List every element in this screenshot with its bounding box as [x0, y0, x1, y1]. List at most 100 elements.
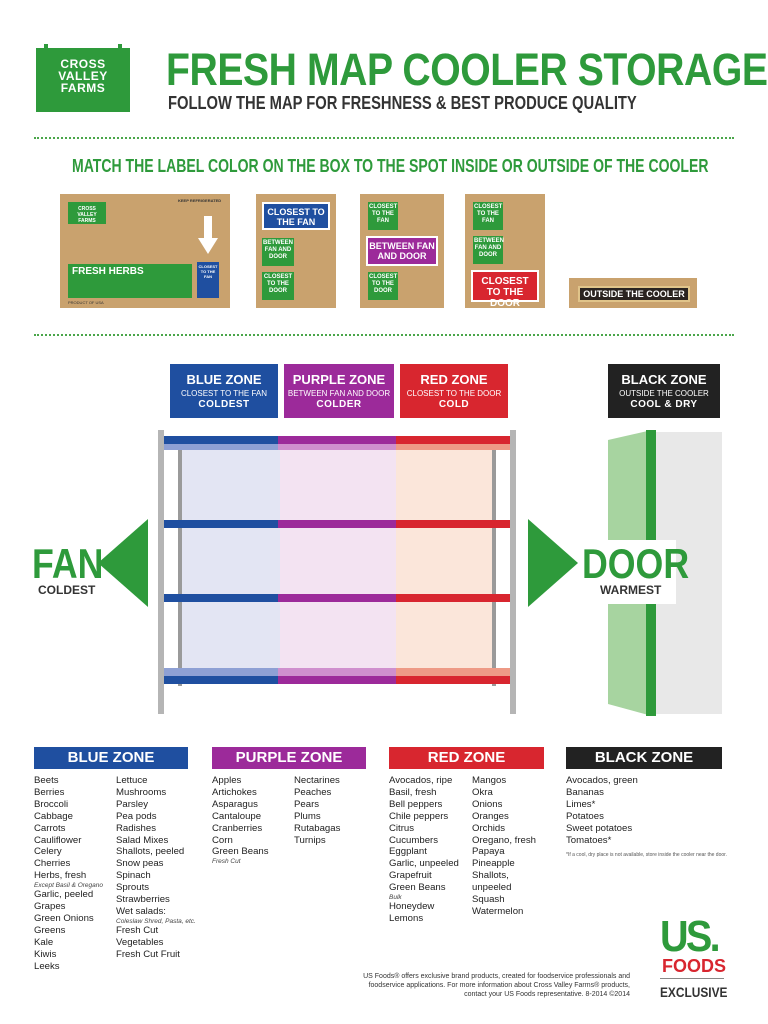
- black-zone-note: *If a cool, dry place is not available, …: [566, 852, 727, 858]
- list-item: Cucumbers: [389, 834, 439, 846]
- label-closest-to-door: CLOSEST TO THE DOOR: [368, 272, 398, 300]
- box-origin-text: PRODUCT OF USA: [68, 300, 104, 305]
- list-header-black: BLACK ZONE: [566, 747, 722, 769]
- list-item: Watermelon: [472, 905, 524, 917]
- box-fan-tag: CLOSEST TO THE FAN: [197, 262, 219, 298]
- list-item: Oregano, fresh: [472, 834, 536, 846]
- list-item: Shallots, unpeeled: [472, 870, 512, 894]
- list-item: Green Onions: [34, 912, 94, 924]
- list-item: Nectarines: [294, 775, 340, 786]
- logo-text: CROSS VALLEY FARMS: [58, 57, 108, 95]
- list-item: Parsley: [116, 798, 148, 810]
- list-item: Mangos: [472, 775, 507, 786]
- box-logo: CROSS VALLEY FARMS: [68, 202, 106, 224]
- list-item: Kiwis: [34, 948, 57, 960]
- dotted-divider-top: [34, 137, 734, 139]
- fan-sublabel: COLDEST: [38, 583, 96, 597]
- box-green-band: FRESH HERBS: [68, 264, 192, 298]
- zone-desc: CLOSEST TO THE FAN: [180, 389, 268, 398]
- label-closest-to-door: CLOSEST TO THE DOOR: [262, 272, 294, 300]
- list-item: Eggplant: [389, 846, 427, 858]
- list-item: Corn: [212, 834, 233, 846]
- list-item: Pineapple: [472, 858, 515, 870]
- door-arrow-icon: [528, 519, 578, 607]
- cross-valley-farms-logo: CROSS VALLEY FARMS: [36, 44, 130, 112]
- zone-name: PURPLE ZONE: [292, 372, 386, 387]
- list-item: Green Beans: [212, 846, 269, 858]
- label-between: BETWEEN FAN AND DOOR: [262, 238, 294, 266]
- arrow-down-icon: [198, 216, 218, 254]
- zone-header-purple: PURPLE ZONE BETWEEN FAN AND DOOR COLDER: [284, 364, 394, 418]
- footer-disclaimer: US Foods® offers exclusive brand product…: [363, 973, 630, 998]
- list-item: Fresh Cut Fruit: [116, 948, 180, 960]
- list-item: Apples: [212, 775, 242, 786]
- label-closest-to-fan: CLOSEST TO THE FAN: [262, 202, 330, 230]
- list-item: Snow peas: [116, 858, 164, 870]
- list-item: Spinach: [116, 870, 151, 882]
- zone-temp: COLDER: [316, 399, 362, 410]
- fan-label: FAN: [32, 540, 104, 587]
- zone-desc: CLOSEST TO THE DOOR: [406, 389, 502, 398]
- list-item: Garlic, peeled: [34, 889, 94, 901]
- shelf-top: [164, 436, 510, 444]
- zone-desc: BETWEEN FAN AND DOOR: [287, 389, 391, 398]
- list-item: Beets: [34, 775, 59, 786]
- list-item-note: Except Basil & Oregano: [34, 882, 104, 890]
- shelf-post-left-back: [178, 440, 182, 686]
- list-item: Basil, fresh: [389, 786, 437, 798]
- list-item: Asparagus: [212, 798, 258, 810]
- exclusive-divider: [660, 978, 724, 979]
- list-item: Sprouts: [116, 882, 150, 894]
- list-item-note: Coleslaw Shred, Pasta, etc.: [116, 917, 196, 925]
- list-item: Fresh Cut Vegetables: [116, 924, 164, 948]
- label-between: BETWEEN FAN AND DOOR: [366, 236, 438, 266]
- list-item: Plums: [294, 810, 321, 822]
- list-item: Salad Mixes: [116, 834, 169, 846]
- instruction-text: MATCH THE LABEL COLOR ON THE BOX TO THE …: [72, 156, 709, 176]
- box-purple-label-example: CLOSEST TO THE FAN BETWEEN FAN AND DOOR …: [360, 194, 444, 308]
- list-item: Broccoli: [34, 798, 69, 810]
- list-item: Mushrooms: [116, 786, 167, 798]
- exclusive-label: EXCLUSIVE: [660, 984, 728, 1000]
- list-item: Potatoes: [566, 810, 604, 822]
- door-label: DOOR: [582, 540, 690, 587]
- list-item: Carrots: [34, 822, 66, 834]
- shelf-2: [164, 520, 510, 528]
- shelf-3: [164, 594, 510, 602]
- list-item: Grapefruit: [389, 870, 432, 882]
- sample-produce-box: CROSS VALLEY FARMS KEEP REFRIGERATED FRE…: [60, 194, 230, 308]
- list-item: Honeydew: [389, 901, 435, 913]
- list-item: Herbs, fresh: [34, 870, 87, 882]
- list-item: Orchids: [472, 822, 506, 834]
- list-item: Cantaloupe: [212, 810, 262, 822]
- us-foods-logo: US.: [660, 912, 721, 961]
- list-item: Rutabagas: [294, 822, 341, 834]
- list-header-purple: PURPLE ZONE: [212, 747, 366, 769]
- list-item-note: Bulk: [389, 894, 402, 902]
- list-item: Pea pods: [116, 810, 157, 822]
- us-foods-logo-foods: FOODS: [662, 956, 727, 976]
- door-label-bg: [578, 540, 676, 604]
- list-item: Avocados, green: [566, 775, 638, 786]
- zone-header-black: BLACK ZONE OUTSIDE THE COOLER COOL & DRY: [608, 364, 720, 418]
- zone-temp: COLDEST: [198, 399, 250, 410]
- label-closest-to-fan: CLOSEST TO THE FAN: [473, 202, 503, 230]
- list-item: Pears: [294, 798, 320, 810]
- list-item: Lemons: [389, 912, 424, 924]
- page-title: FRESH MAP COOLER STORAGE: [166, 44, 768, 95]
- list-item: Kale: [34, 936, 54, 948]
- zone-desc: OUTSIDE THE COOLER: [619, 389, 709, 398]
- list-item: Squash: [472, 894, 505, 906]
- zone-temp: COLD: [438, 399, 470, 410]
- list-item: Peaches: [294, 786, 332, 798]
- label-between: BETWEEN FAN AND DOOR: [473, 236, 504, 264]
- shelf-top-edge: [164, 444, 510, 450]
- list-item: Artichokes: [212, 786, 257, 798]
- shelf-post-left-front: [158, 430, 164, 714]
- purple-zone-area: [280, 440, 396, 684]
